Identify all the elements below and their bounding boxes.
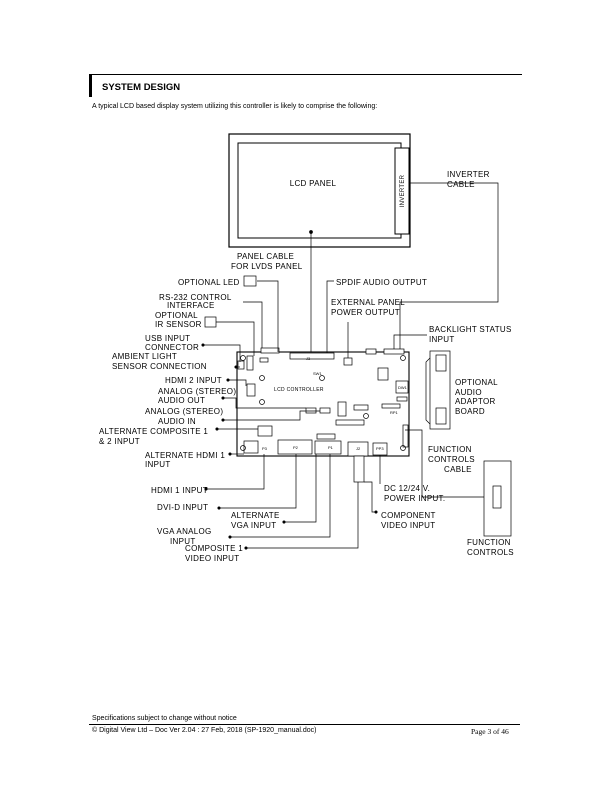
- usb-label-2: CONNECTOR: [145, 343, 199, 352]
- alt-composite-label-1: ALTERNATE COMPOSITE 1: [99, 427, 208, 436]
- svg-text:P2: P2: [293, 445, 299, 450]
- ext-power-label-1: EXTERNAL PANEL: [331, 298, 405, 307]
- inverter-cable-label-1: INVERTER: [447, 170, 490, 179]
- func-controls-label-2: CONTROLS: [467, 548, 514, 557]
- dc-power-label-1: DC 12/24 V.: [384, 484, 430, 493]
- backlight-line: [393, 334, 427, 349]
- optional-led-box: [243, 275, 257, 287]
- footer-divider: [89, 724, 520, 725]
- ambient-label-1: AMBIENT LIGHT: [112, 352, 177, 361]
- component-label-1: COMPONENT: [381, 511, 436, 520]
- ext-power-label-2: POWER OUTPUT: [331, 308, 400, 317]
- audio-in-label-2: AUDIO IN: [158, 417, 196, 426]
- section-header-box: [89, 74, 522, 97]
- audio-out-line: [223, 397, 306, 409]
- composite1-line: [246, 482, 359, 549]
- lcd-panel: [228, 133, 411, 248]
- board-label: LCD CONTROLLER: [274, 387, 324, 393]
- svg-text:J3: J3: [306, 356, 311, 361]
- led-line: [257, 280, 279, 352]
- func-cable-label-1: FUNCTION: [428, 445, 472, 454]
- backlight-label-1: BACKLIGHT STATUS: [429, 325, 512, 334]
- svg-text:RP1: RP1: [390, 410, 399, 415]
- dvi-line: [219, 454, 297, 509]
- composite1-label-1: COMPOSITE 1: [185, 544, 243, 553]
- section-title: SYSTEM DESIGN: [102, 82, 181, 93]
- hdmi2-line: [228, 379, 247, 386]
- ir-label-1: OPTIONAL: [155, 311, 198, 320]
- vga-label-1: VGA ANALOG: [157, 527, 212, 536]
- component-line: [364, 481, 376, 513]
- vga-line: [230, 454, 331, 538]
- func-cable-label-2: CONTROLS: [428, 455, 475, 464]
- footer-note: Specifications subject to change without…: [92, 715, 237, 722]
- panel-cable-label-1: PANEL CABLE: [237, 252, 294, 261]
- spdif-line: [326, 280, 334, 353]
- composite1-label-2: VIDEO INPUT: [185, 554, 239, 563]
- svg-text:PP3: PP3: [376, 446, 384, 451]
- alt-hdmi-label-1: ALTERNATE HDMI 1: [145, 451, 225, 460]
- audio-out-label-1: ANALOG (STEREO): [158, 387, 236, 396]
- ir-line: [216, 321, 255, 356]
- audio-board-label-4: BOARD: [455, 407, 485, 416]
- usb-label-1: USB INPUT: [145, 334, 190, 343]
- ir-sensor-box: [204, 316, 217, 328]
- svg-text:J2: J2: [356, 446, 361, 451]
- controller-board: [236, 347, 410, 483]
- footer-doc-info: © Digital View Ltd – Doc Ver 2.04 : 27 F…: [92, 727, 317, 734]
- alt-composite-label-2: & 2 INPUT: [99, 437, 140, 446]
- audio-adaptor-board: [425, 350, 451, 430]
- component-label-2: VIDEO INPUT: [381, 521, 435, 530]
- func-controls-label-1: FUNCTION: [467, 538, 511, 547]
- ir-label-2: IR SENSOR: [155, 320, 202, 329]
- footer-page-number: Page 3 of 46: [471, 727, 509, 736]
- audio-board-label-2: AUDIO: [455, 388, 482, 397]
- alt-vga-line: [284, 454, 317, 523]
- inverter-label: INVERTER: [400, 174, 406, 207]
- intro-text: A typical LCD based display system utili…: [92, 103, 378, 110]
- inverter-cable-label-2: CABLE: [447, 180, 475, 189]
- func-cable-label-3: CABLE: [444, 465, 472, 474]
- audio-out-label-2: AUDIO OUT: [158, 396, 205, 405]
- hdmi2-label: HDMI 2 INPUT: [165, 376, 222, 385]
- inverter-box: [394, 147, 410, 235]
- svg-text:P1: P1: [328, 445, 334, 450]
- svg-text:DW1: DW1: [398, 385, 408, 390]
- audio-in-line: [223, 410, 320, 421]
- inverter-cable-line: [399, 182, 499, 350]
- hdmi1-line: [206, 454, 265, 490]
- optional-led-label: OPTIONAL LED: [178, 278, 240, 287]
- svg-text:P3: P3: [262, 446, 268, 451]
- dc-power-label-2: POWER INPUT.: [384, 494, 445, 503]
- usb-line: [203, 344, 241, 362]
- spdif-label: SPDIF AUDIO OUTPUT: [336, 278, 427, 287]
- alt-vga-label-2: VGA INPUT: [231, 521, 276, 530]
- vga-label-2: INPUT: [170, 537, 196, 546]
- audio-in-label-1: ANALOG (STEREO): [145, 407, 223, 416]
- alt-hdmi-label-2: INPUT: [145, 460, 171, 469]
- ambient-label-2: SENSOR CONNECTION: [112, 362, 207, 371]
- audio-board-label-1: OPTIONAL: [455, 378, 498, 387]
- rs232-line: [243, 301, 263, 348]
- rs232-label-1: RS-232 CONTROL: [159, 293, 232, 302]
- panel-cable-label-2: FOR LVDS PANEL: [231, 262, 303, 271]
- dvi-label: DVI-D INPUT: [157, 503, 208, 512]
- hdmi1-label: HDMI 1 INPUT: [151, 486, 208, 495]
- svg-text:SW1: SW1: [313, 371, 322, 376]
- backlight-label-2: INPUT: [429, 335, 455, 344]
- lcd-panel-label: LCD PANEL: [290, 179, 337, 188]
- audio-board-label-3: ADAPTOR: [455, 397, 496, 406]
- rs232-label-2: INTERFACE: [167, 301, 215, 310]
- alt-vga-label-1: ALTERNATE: [231, 511, 280, 520]
